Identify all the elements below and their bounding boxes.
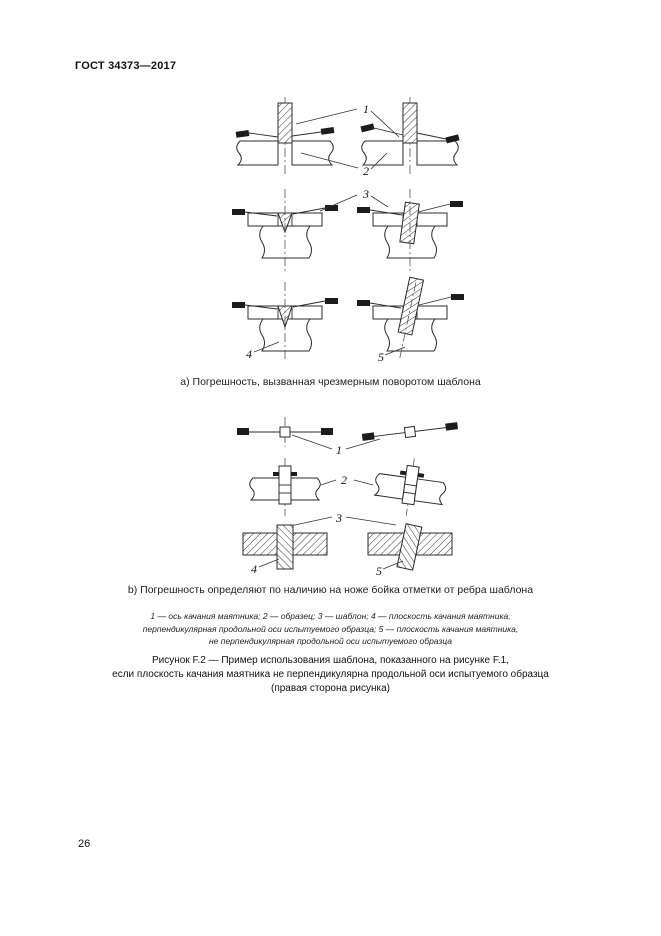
callout-4: 4: [251, 562, 257, 576]
callout-3: 3: [335, 511, 342, 525]
figure-title: Рисунок F.2 — Пример использования шабло…: [0, 654, 661, 696]
figure-title-line-1: Рисунок F.2 — Пример использования шабло…: [151, 655, 510, 666]
legend-line-1: 1 — ось качания маятника; 2 — образец; 3…: [150, 611, 511, 621]
diagram-b-row1-right: [361, 422, 459, 441]
diagram-b-row3-right: [367, 523, 453, 571]
callout-5: 5: [376, 564, 382, 578]
page-number: 26: [78, 838, 91, 850]
callout-2: 2: [341, 473, 347, 487]
diagram-a-row2-right: [357, 189, 463, 273]
diagram-a-row1-right: [360, 97, 460, 175]
callout-1: 1: [363, 102, 369, 116]
diagram-a-row2-left: [232, 189, 338, 273]
callout-4: 4: [246, 347, 252, 361]
legend-line-3: не перпендикулярная продольной оси испыт…: [209, 636, 452, 646]
diagram-b-row3-left: [242, 524, 328, 570]
callout-5: 5: [378, 350, 384, 364]
figure-legend: 1 — ось качания маятника; 2 — образец; 3…: [0, 610, 661, 648]
diagram-b-row2-right: [373, 458, 447, 516]
diagram-b-row2-left: [249, 458, 321, 516]
callout-2: 2: [363, 164, 369, 178]
figure-title-line-3: (правая сторона рисунка): [271, 683, 390, 694]
document-header: ГОСТ 34373—2017: [75, 60, 177, 72]
diagram-a-row1-left: [235, 97, 335, 175]
caption-b: b) Погрешность определяют по наличию на …: [127, 584, 534, 596]
diagram-b-row1-left: [237, 417, 333, 447]
figure-a-diagram: 1 2: [232, 97, 464, 364]
caption-a: а) Погрешность, вызванная чрезмерным пов…: [180, 376, 481, 388]
legend-line-2: перпендикулярная продольной оси испытуем…: [142, 623, 519, 634]
diagram-a-row3-right: [357, 276, 464, 360]
diagram-a-row3-left: [232, 282, 338, 361]
callout-1: 1: [336, 443, 342, 457]
figure-b-diagram: 1 2 3: [237, 417, 459, 578]
figure-title-line-2: если плоскость качания маятника не перпе…: [112, 669, 549, 680]
callout-3: 3: [362, 187, 369, 201]
